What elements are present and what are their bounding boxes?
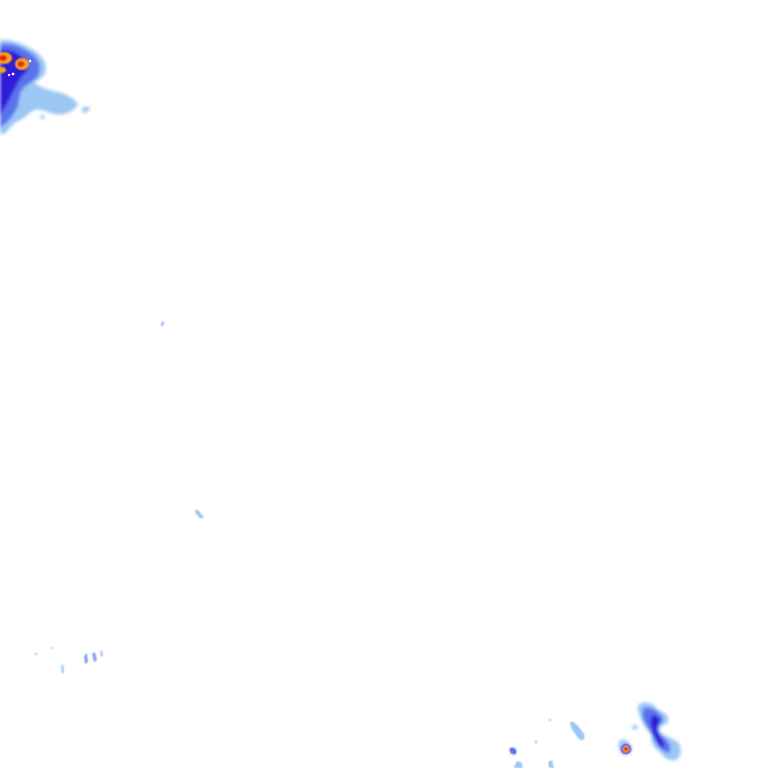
echo-cell-northwest-cluster — [0, 39, 90, 135]
echo-cell-central-speck — [161, 321, 204, 519]
echo-cell-southeast-cluster — [618, 702, 681, 761]
echo-cell-south-stray — [509, 718, 585, 768]
echo-cell-west-speck — [34, 647, 103, 674]
